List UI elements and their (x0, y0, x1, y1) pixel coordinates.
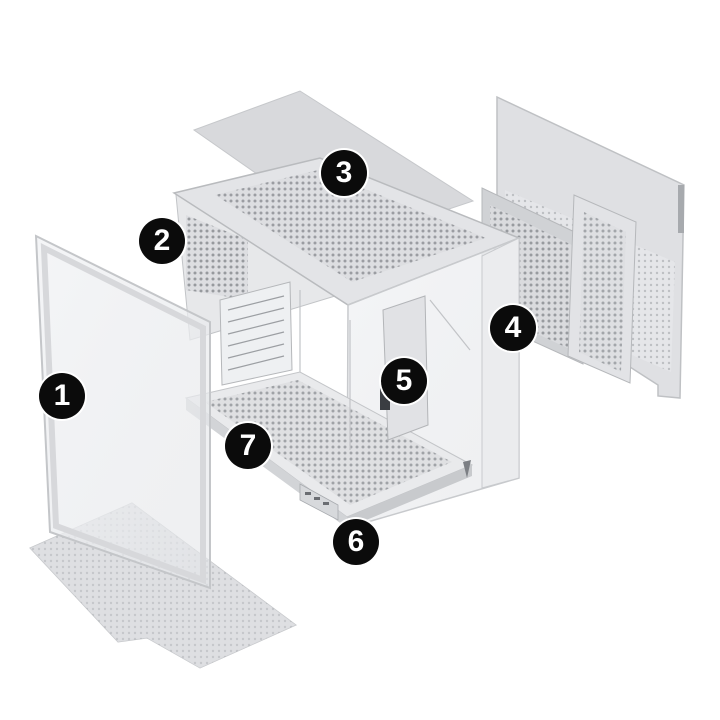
callout-1: 1 (39, 373, 85, 419)
case-chassis (172, 157, 522, 530)
callout-5: 5 (381, 358, 427, 404)
callout-3: 3 (321, 150, 367, 196)
callout-2: 2 (139, 218, 185, 264)
callout-7: 7 (225, 423, 271, 469)
callout-6: 6 (333, 519, 379, 565)
callout-4: 4 (490, 305, 536, 351)
left-glass-panel (34, 234, 211, 590)
